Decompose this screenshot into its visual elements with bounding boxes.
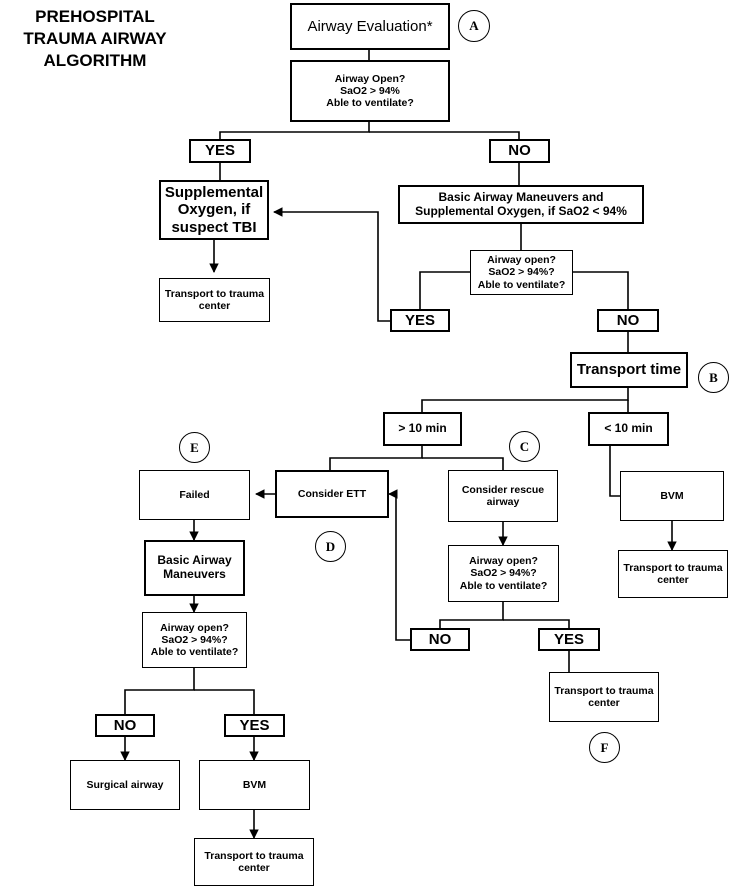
node-label: Surgical airway <box>86 778 164 791</box>
node-label: Transport to trauma center <box>204 849 304 874</box>
node-reassessment-2[interactable]: Airway open? SaO2 > 94%? Able to ventila… <box>142 612 247 668</box>
node-label: YES <box>404 311 435 329</box>
node-label: BVM <box>242 778 267 791</box>
node-label: Airway Open? SaO2 > 94% Able to ventilat… <box>326 72 414 110</box>
node-supplemental-oxygen[interactable]: Supplemental Oxygen, if suspect TBI <box>159 180 269 240</box>
node-label: Supplemental Oxygen, if suspect TBI <box>164 184 264 236</box>
node-label: BVM <box>660 489 684 502</box>
marker-b: B <box>698 362 729 393</box>
node-label: Transport time <box>576 361 682 379</box>
node-reassessment-3-yes[interactable]: YES <box>538 628 600 651</box>
node-reassessment-2-yes[interactable]: YES <box>224 714 285 737</box>
node-label: < 10 min <box>604 421 653 436</box>
node-bvm-left[interactable]: BVM <box>199 760 310 810</box>
page-title: PREHOSPITAL TRAUMA AIRWAY ALGORITHM <box>23 7 167 70</box>
marker-label: F <box>600 739 609 755</box>
node-surgical-airway[interactable]: Surgical airway <box>70 760 180 810</box>
node-label: Basic Airway Maneuvers and Supplemental … <box>415 189 627 218</box>
node-label: Transport to trauma center <box>623 561 723 586</box>
node-transport-trauma-center-1[interactable]: Transport to trauma center <box>159 278 270 322</box>
node-transport-trauma-center-3[interactable]: Transport to trauma center <box>549 672 659 722</box>
node-airway-evaluation[interactable]: Airway Evaluation* <box>290 3 450 50</box>
marker-label: C <box>519 438 530 454</box>
node-label: YES <box>239 716 270 734</box>
node-reassessment-2-no[interactable]: NO <box>95 714 155 737</box>
marker-label: E <box>190 439 199 455</box>
node-label: Transport to trauma center <box>554 684 654 709</box>
node-label: NO <box>113 716 137 734</box>
marker-c: C <box>509 431 540 462</box>
node-less-10-min[interactable]: < 10 min <box>588 412 669 446</box>
marker-f: F <box>589 732 620 763</box>
node-label: Airway open? SaO2 > 94%? Able to ventila… <box>477 254 566 291</box>
marker-label: A <box>469 18 479 33</box>
node-label: YES <box>204 142 235 160</box>
node-reassessment-3[interactable]: Airway open? SaO2 > 94%? Able to ventila… <box>448 545 559 602</box>
node-label: NO <box>428 630 452 648</box>
node-consider-ett[interactable]: Consider ETT <box>275 470 389 518</box>
node-consider-rescue-airway[interactable]: Consider rescue airway <box>448 470 558 522</box>
node-basic-airway-maneuvers-oxygen[interactable]: Basic Airway Maneuvers and Supplemental … <box>398 185 644 224</box>
marker-label: D <box>325 538 336 554</box>
node-label: Consider rescue airway <box>461 483 545 508</box>
node-failed[interactable]: Failed <box>139 470 250 520</box>
node-label: YES <box>553 630 584 648</box>
node-transport-trauma-center-right[interactable]: Transport to trauma center <box>618 550 728 598</box>
node-label: Consider ETT <box>297 487 367 500</box>
node-initial-no[interactable]: NO <box>489 139 550 163</box>
node-greater-10-min[interactable]: > 10 min <box>383 412 462 446</box>
node-label: Airway Evaluation* <box>307 17 433 35</box>
node-label: NO <box>616 311 640 329</box>
node-reassessment-1-no[interactable]: NO <box>597 309 659 332</box>
marker-a: A <box>458 10 490 42</box>
node-basic-airway-maneuvers-2[interactable]: Basic Airway Maneuvers <box>144 540 245 596</box>
node-initial-assessment[interactable]: Airway Open? SaO2 > 94% Able to ventilat… <box>290 60 450 122</box>
marker-d: D <box>315 531 346 562</box>
node-label: Airway open? SaO2 > 94%? Able to ventila… <box>459 555 548 592</box>
node-transport-trauma-center-left[interactable]: Transport to trauma center <box>194 838 314 886</box>
node-transport-time[interactable]: Transport time <box>570 352 688 388</box>
node-label: Failed <box>179 488 210 501</box>
node-label: Basic Airway Maneuvers <box>157 553 232 581</box>
node-label: > 10 min <box>398 421 447 436</box>
node-label: Airway open? SaO2 > 94%? Able to ventila… <box>150 621 239 659</box>
node-reassessment-1[interactable]: Airway open? SaO2 > 94%? Able to ventila… <box>470 250 573 295</box>
node-bvm-right[interactable]: BVM <box>620 471 724 521</box>
node-label: Transport to trauma center <box>164 287 265 312</box>
marker-e: E <box>179 432 210 463</box>
node-reassessment-3-no[interactable]: NO <box>410 628 470 651</box>
node-initial-yes[interactable]: YES <box>189 139 251 163</box>
node-label: NO <box>508 142 531 160</box>
marker-label: B <box>709 369 718 385</box>
node-reassessment-1-yes[interactable]: YES <box>390 309 450 332</box>
